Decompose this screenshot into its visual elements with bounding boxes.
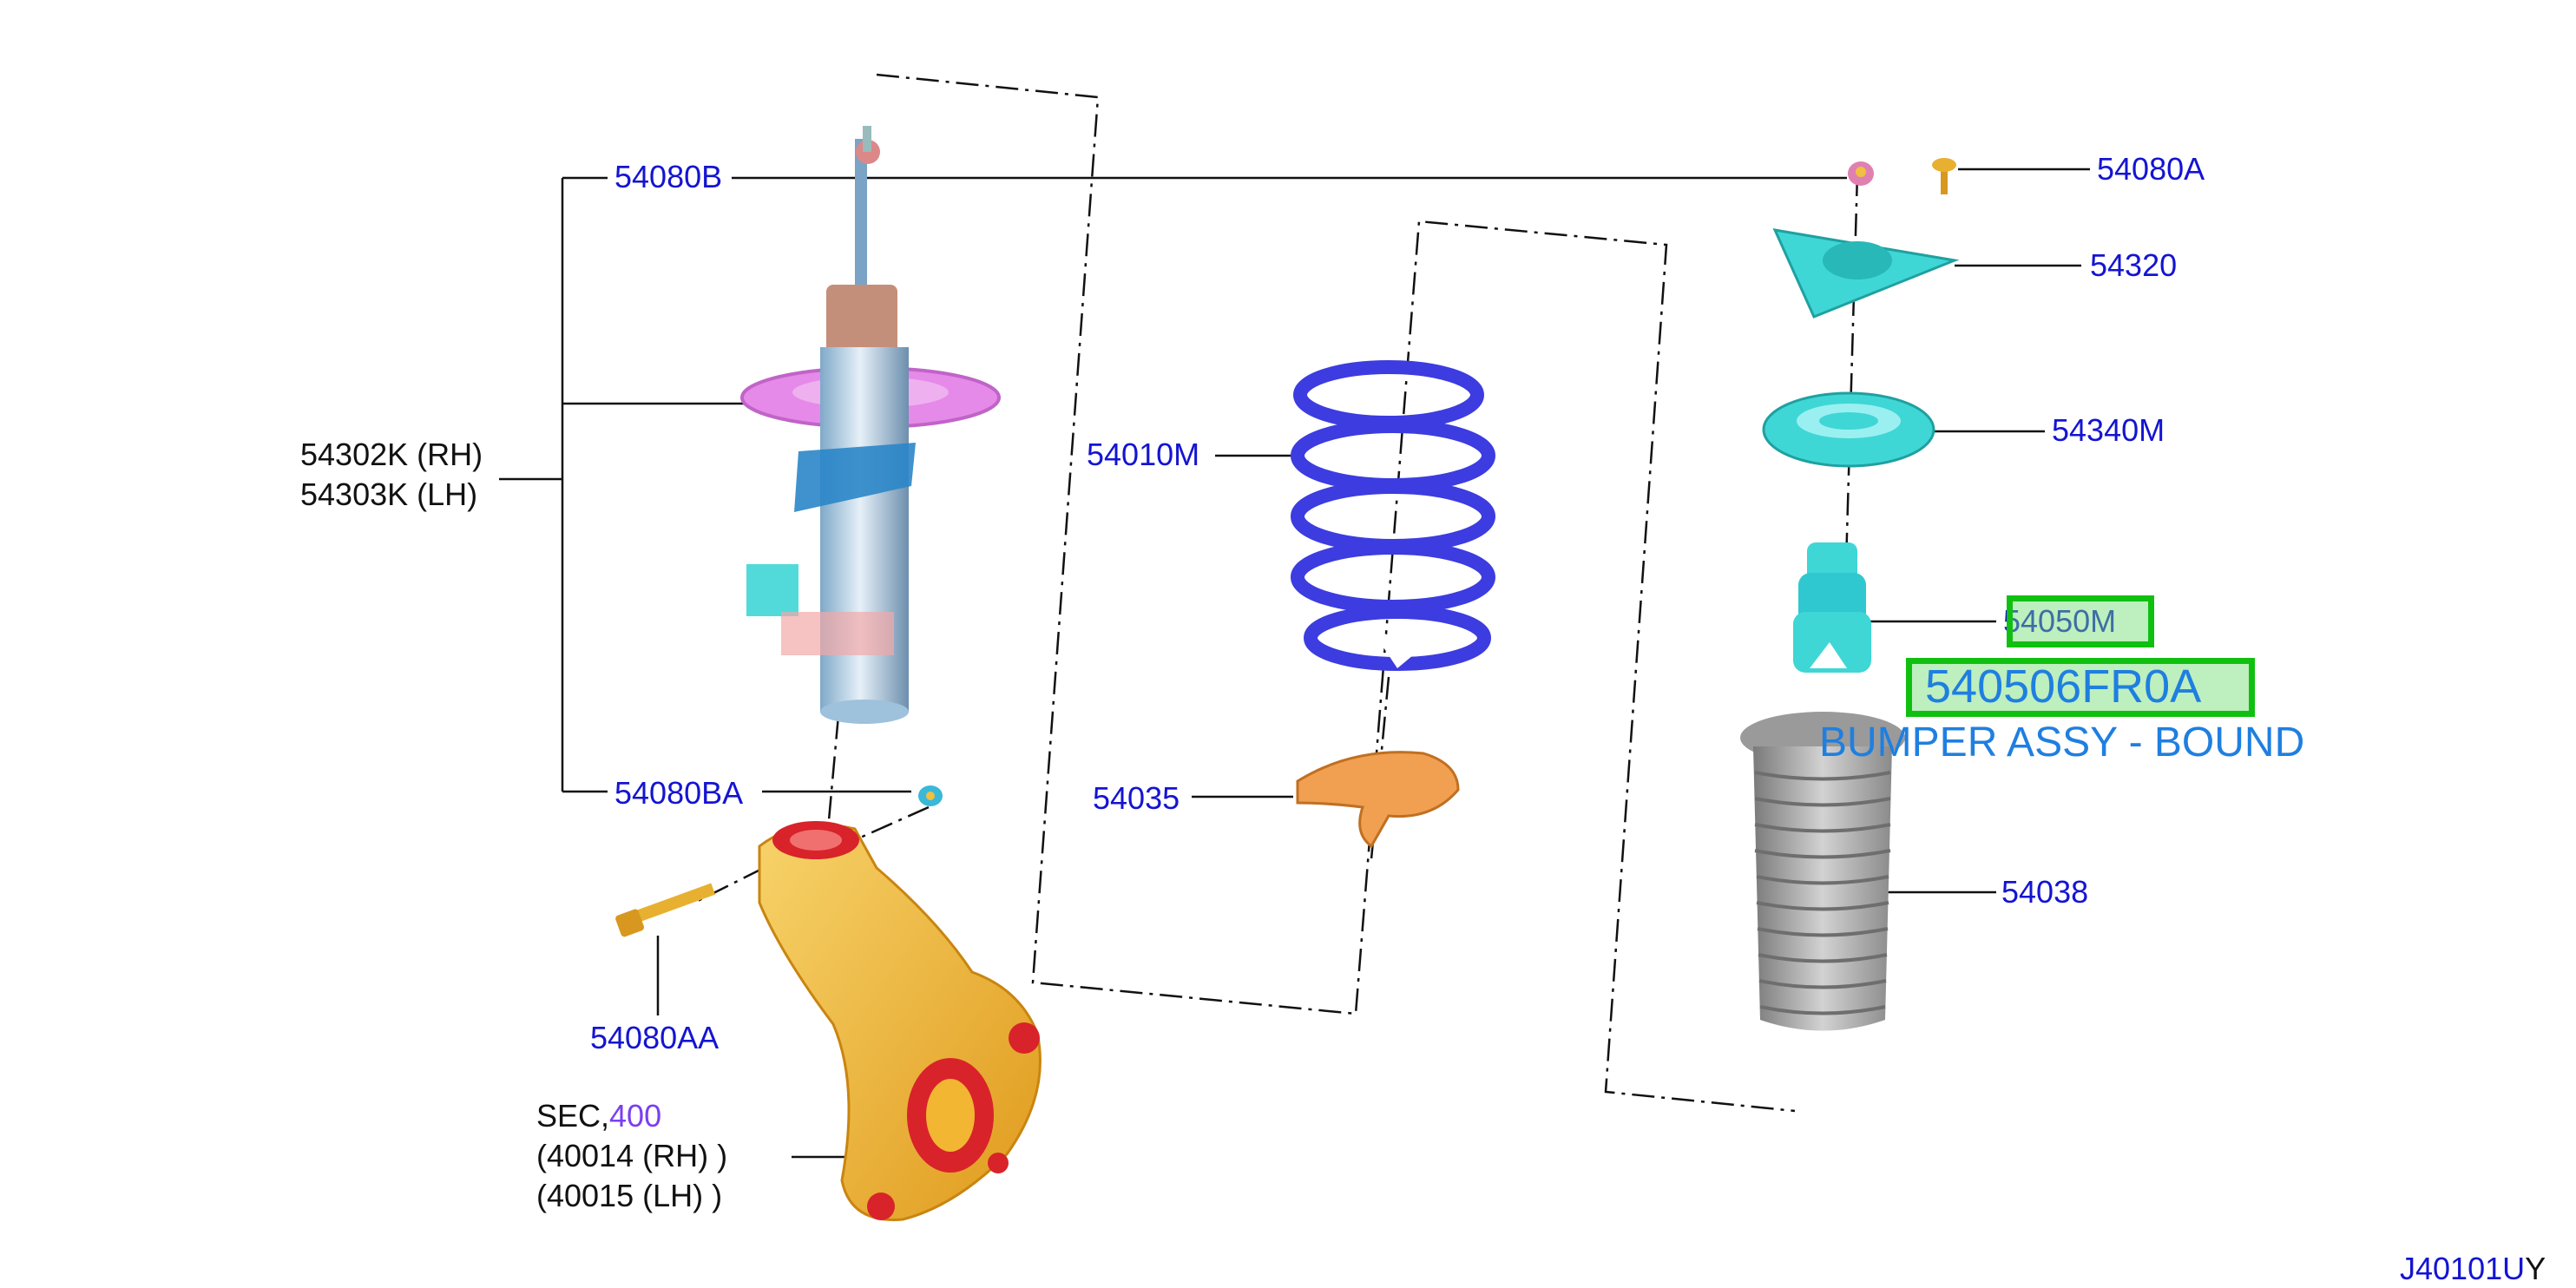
nut-icon <box>918 785 943 806</box>
label-54303K[interactable]: 54303K (LH) <box>300 476 478 512</box>
bearing-icon <box>1762 391 1935 468</box>
coil-spring-icon <box>1291 360 1495 671</box>
label-40014: (40014 (RH) ) <box>536 1138 728 1173</box>
label-54080BA[interactable]: 54080BA <box>614 775 744 811</box>
knuckle-icon <box>758 821 1042 1221</box>
highlight-box-54050M[interactable] <box>2007 595 2154 647</box>
shock-absorber-strut-icon <box>740 126 1001 724</box>
dust-boot-icon <box>1740 712 1905 1031</box>
bolt-icon <box>615 883 716 937</box>
label-54340M[interactable]: 54340M <box>2052 412 2165 448</box>
label-54010M[interactable]: 54010M <box>1087 437 1200 472</box>
label-54080A[interactable]: 54080A <box>2097 151 2205 187</box>
strut-mount-icon <box>1772 228 1960 319</box>
diagram-code-main: J40101U <box>2400 1251 2526 1286</box>
diagram-code: J40101UY <box>2400 1253 2546 1285</box>
highlight-box-part-number[interactable] <box>1906 658 2255 717</box>
label-sec: SEC,400 <box>536 1101 661 1132</box>
bound-bumper-icon <box>1793 542 1871 673</box>
diagram-code-suffix: Y <box>2525 1251 2546 1286</box>
sec-prefix: SEC, <box>536 1098 610 1134</box>
label-54080B[interactable]: 54080B <box>614 159 723 194</box>
sec-link-400[interactable]: 400 <box>609 1098 662 1134</box>
label-54038[interactable]: 54038 <box>2001 874 2089 910</box>
label-54050M[interactable]: 54050M <box>2003 603 2117 639</box>
highlight-part-number[interactable]: 540506FR0A <box>1925 660 2202 713</box>
label-54080AA[interactable]: 54080AA <box>590 1020 720 1055</box>
spring-seat-icon <box>1296 751 1460 849</box>
label-54320[interactable]: 54320 <box>2090 247 2178 283</box>
highlight-description: BUMPER ASSY - BOUND <box>1819 720 2305 766</box>
label-40015: (40015 (LH) ) <box>536 1178 723 1213</box>
label-54302K[interactable]: 54302K (RH) <box>300 437 483 472</box>
bolt-icon <box>1932 158 1956 194</box>
label-54035[interactable]: 54035 <box>1093 780 1180 816</box>
nut-icon <box>1848 161 1874 186</box>
